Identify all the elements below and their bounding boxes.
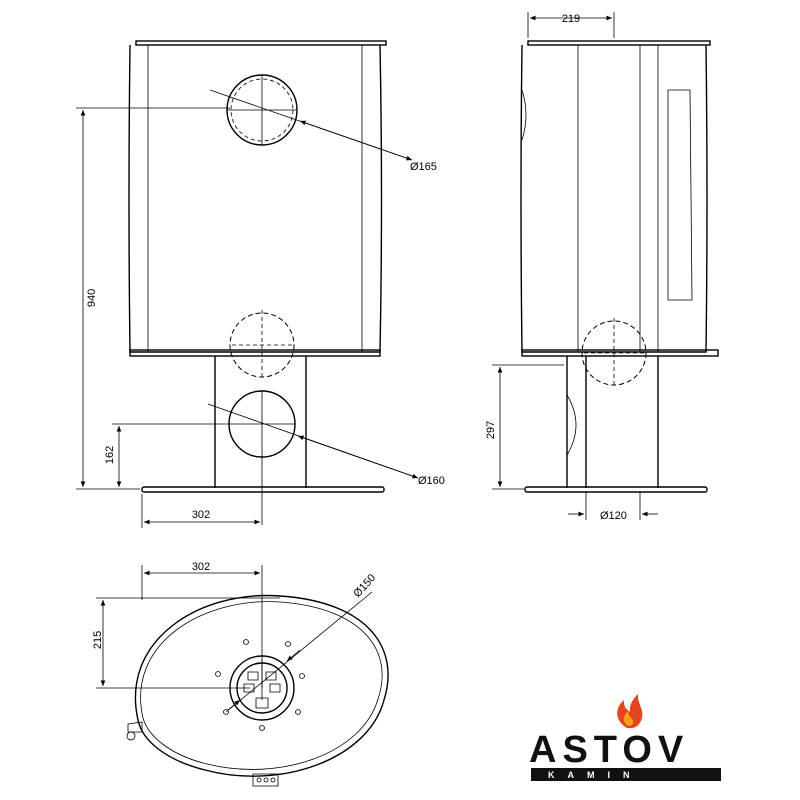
top-outline	[134, 594, 389, 777]
dim-160-label: Ø160	[418, 475, 445, 487]
logo-brand-text: ASTOV	[529, 729, 689, 771]
front-top-cap	[135, 40, 387, 46]
dim-162-label: 162	[104, 446, 116, 464]
front-base-plate	[141, 486, 385, 493]
front-bottom-plate	[129, 349, 381, 357]
hinge-foot-bottom	[252, 773, 279, 787]
astov-logo: ASTOV KAMIN	[529, 694, 721, 781]
side-view: 219 297 Ø120	[485, 12, 719, 522]
dim-150-label: Ø150	[351, 572, 378, 600]
top-view: 302 215 Ø150	[92, 561, 389, 787]
front-body	[128, 44, 383, 353]
logo-sub-text: KAMIN	[548, 770, 643, 780]
side-base-plate	[524, 486, 708, 493]
dim-302-label: 302	[192, 509, 210, 521]
side-body	[520, 44, 708, 353]
dim-165-label: Ø165	[410, 161, 437, 173]
dim-120-label: Ø120	[600, 510, 627, 522]
dim-215-label: 215	[92, 631, 104, 649]
dim-302b-label: 302	[192, 561, 210, 573]
side-top-cap	[527, 40, 711, 46]
dim-219-label: 219	[562, 13, 580, 25]
side-bottom-plate	[521, 349, 719, 357]
front-view: 940 162 302 Ø165 Ø160	[76, 40, 445, 528]
hinge-foot-left	[127, 721, 143, 733]
dim-940-label: 940	[86, 289, 98, 307]
logo-sub-bar	[531, 768, 721, 781]
flame-icon	[617, 694, 643, 729]
dim-297-label: 297	[485, 421, 497, 439]
